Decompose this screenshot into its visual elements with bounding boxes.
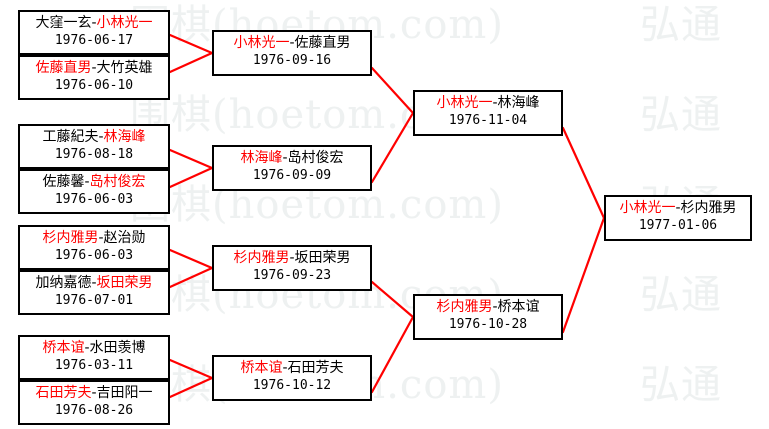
player-right: 石田芳夫 xyxy=(287,360,344,376)
match-box-r1m1[interactable]: 大窪一玄-小林光一 1976-06-17 xyxy=(18,10,170,55)
match-players: 杉内雅男-赵治勋 xyxy=(20,230,168,247)
match-box-r1m2[interactable]: 佐藤直男-大竹英雄 1976-06-10 xyxy=(18,55,170,100)
player-right: 林海峰 xyxy=(497,95,540,111)
player-separator: - xyxy=(675,200,681,216)
player-right: 吉田阳一 xyxy=(96,385,153,401)
match-box-sf1[interactable]: 小林光一-林海峰 1976-11-04 xyxy=(413,90,563,136)
player-separator: - xyxy=(91,15,97,31)
match-date: 1976-06-17 xyxy=(54,33,134,48)
player-right: 小林光一 xyxy=(96,15,153,31)
player-left: 石田芳夫 xyxy=(35,385,92,401)
player-left: 桥本谊 xyxy=(42,340,85,356)
player-left: 佐藤直男 xyxy=(35,60,92,76)
match-players: 林海峰-岛村俊宏 xyxy=(214,150,370,167)
match-date: 1976-08-26 xyxy=(54,403,134,418)
match-players: 石田芳夫-吉田阳一 xyxy=(20,385,168,402)
match-box-r1m8[interactable]: 石田芳夫-吉田阳一 1976-08-26 xyxy=(18,380,170,425)
player-left: 小林光一 xyxy=(436,95,493,111)
match-players: 工藤紀夫-林海峰 xyxy=(20,129,168,146)
match-date: 1976-10-28 xyxy=(448,317,528,332)
player-left: 桥本谊 xyxy=(240,360,283,376)
match-players: 小林光一-佐藤直男 xyxy=(214,35,370,52)
player-separator: - xyxy=(84,340,90,356)
match-date: 1976-07-01 xyxy=(54,293,134,308)
player-separator: - xyxy=(282,360,288,376)
match-box-r2m3[interactable]: 杉内雅男-坂田荣男 1976-09-23 xyxy=(212,245,372,291)
match-box-r1m7[interactable]: 桥本谊-水田羡博 1976-03-11 xyxy=(18,335,170,380)
player-separator: - xyxy=(492,95,498,111)
player-separator: - xyxy=(492,299,498,315)
player-separator: - xyxy=(98,230,104,246)
match-date: 1976-06-03 xyxy=(54,192,134,207)
match-date: 1976-09-09 xyxy=(252,168,332,183)
player-right: 佐藤直男 xyxy=(294,35,351,51)
match-players: 小林光一-杉内雅男 xyxy=(606,200,750,217)
player-left: 佐藤馨 xyxy=(42,174,85,190)
match-date: 1976-06-10 xyxy=(54,78,134,93)
player-separator: - xyxy=(91,275,97,291)
player-separator: - xyxy=(91,60,97,76)
player-left: 小林光一 xyxy=(619,200,676,216)
player-right: 坂田荣男 xyxy=(294,250,351,266)
player-right: 坂田荣男 xyxy=(96,275,153,291)
player-separator: - xyxy=(289,35,295,51)
player-right: 林海峰 xyxy=(103,129,146,145)
match-date: 1976-09-23 xyxy=(252,268,332,283)
player-left: 林海峰 xyxy=(240,150,283,166)
player-separator: - xyxy=(289,250,295,266)
player-left: 杉内雅男 xyxy=(233,250,290,266)
match-players: 桥本谊-石田芳夫 xyxy=(214,360,370,377)
player-left: 杉内雅男 xyxy=(436,299,493,315)
player-right: 大竹英雄 xyxy=(96,60,153,76)
match-box-r2m2[interactable]: 林海峰-岛村俊宏 1976-09-09 xyxy=(212,145,372,191)
player-separator: - xyxy=(98,129,104,145)
match-date: 1977-01-06 xyxy=(638,218,718,233)
player-right: 岛村俊宏 xyxy=(287,150,344,166)
match-date: 1976-09-16 xyxy=(252,53,332,68)
match-box-r1m6[interactable]: 加纳嘉德-坂田荣男 1976-07-01 xyxy=(18,270,170,315)
player-left: 大窪一玄 xyxy=(35,15,92,31)
player-left: 小林光一 xyxy=(233,35,290,51)
player-separator: - xyxy=(84,174,90,190)
match-box-r1m5[interactable]: 杉内雅男-赵治勋 1976-06-03 xyxy=(18,225,170,270)
match-date: 1976-08-18 xyxy=(54,147,134,162)
match-date: 1976-06-03 xyxy=(54,248,134,263)
match-players: 桥本谊-水田羡博 xyxy=(20,340,168,357)
match-box-r2m1[interactable]: 小林光一-佐藤直男 1976-09-16 xyxy=(212,30,372,76)
player-right: 桥本谊 xyxy=(497,299,540,315)
match-date: 1976-11-04 xyxy=(448,113,528,128)
player-right: 杉内雅男 xyxy=(680,200,737,216)
match-players: 杉内雅男-桥本谊 xyxy=(415,299,561,316)
match-players: 加纳嘉德-坂田荣男 xyxy=(20,275,168,292)
match-date: 1976-03-11 xyxy=(54,358,134,373)
match-players: 杉内雅男-坂田荣男 xyxy=(214,250,370,267)
match-players: 大窪一玄-小林光一 xyxy=(20,15,168,32)
player-right: 岛村俊宏 xyxy=(89,174,146,190)
match-date: 1976-10-12 xyxy=(252,378,332,393)
match-box-sf2[interactable]: 杉内雅男-桥本谊 1976-10-28 xyxy=(413,294,563,340)
player-left: 加纳嘉德 xyxy=(35,275,92,291)
match-players: 小林光一-林海峰 xyxy=(415,95,561,112)
match-players: 佐藤直男-大竹英雄 xyxy=(20,60,168,77)
player-separator: - xyxy=(91,385,97,401)
player-right: 水田羡博 xyxy=(89,340,146,356)
player-right: 赵治勋 xyxy=(103,230,146,246)
match-box-final[interactable]: 小林光一-杉内雅男 1977-01-06 xyxy=(604,195,752,241)
match-box-r1m3[interactable]: 工藤紀夫-林海峰 1976-08-18 xyxy=(18,124,170,169)
match-players: 佐藤馨-岛村俊宏 xyxy=(20,174,168,191)
match-box-r2m4[interactable]: 桥本谊-石田芳夫 1976-10-12 xyxy=(212,355,372,401)
player-left: 杉内雅男 xyxy=(42,230,99,246)
player-separator: - xyxy=(282,150,288,166)
player-left: 工藤紀夫 xyxy=(42,129,99,145)
match-box-r1m4[interactable]: 佐藤馨-岛村俊宏 1976-06-03 xyxy=(18,169,170,214)
